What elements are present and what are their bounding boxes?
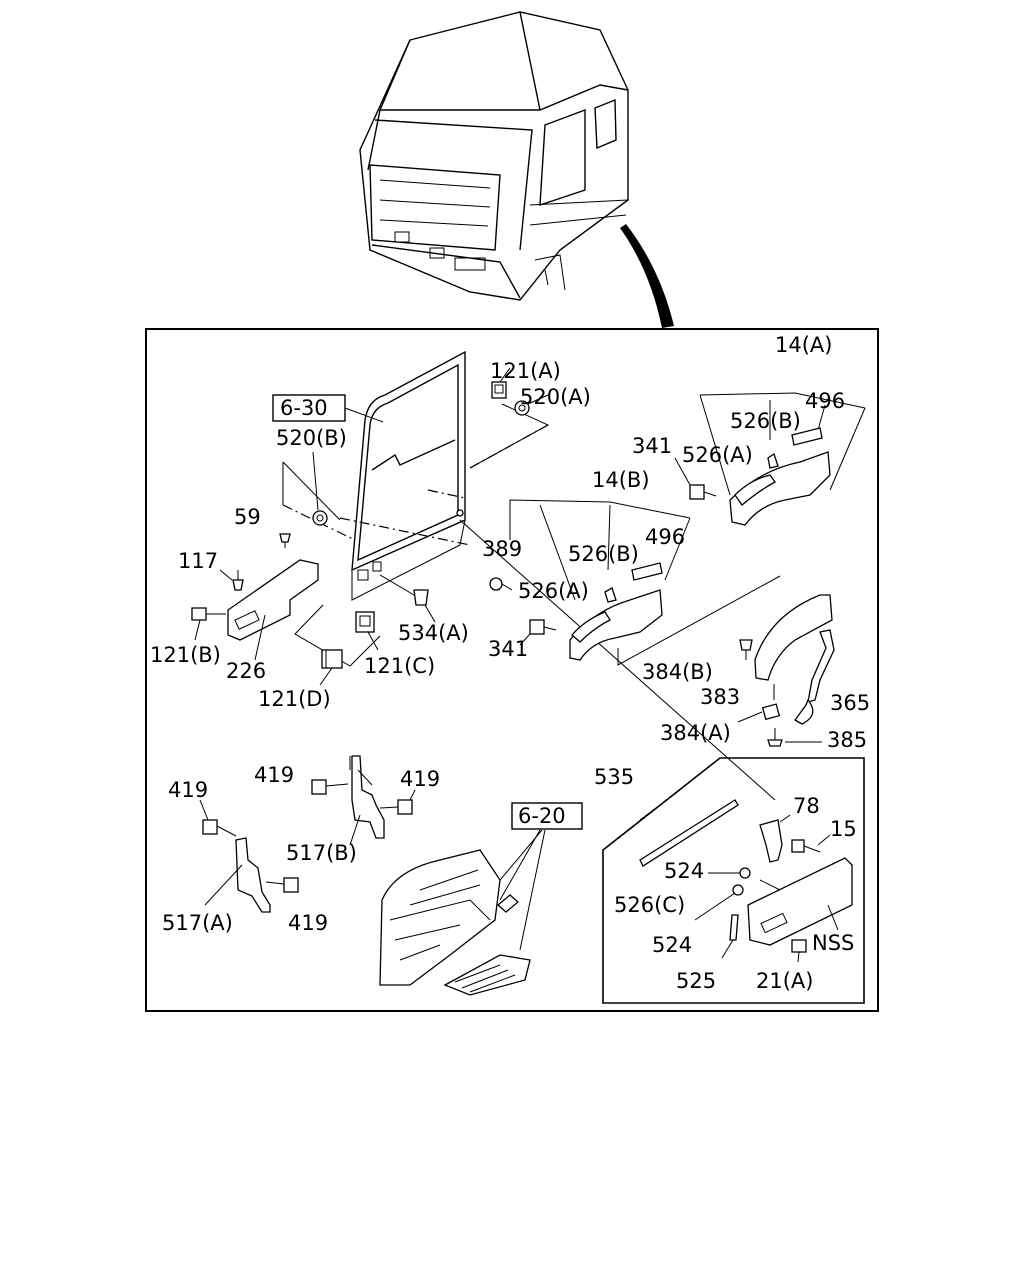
side-panel-nss[interactable] [747,857,853,946]
clip-525[interactable] [721,914,739,959]
nut-520b[interactable] [312,451,328,526]
step-assembly[interactable] [379,849,531,996]
bolt-419-lower-left[interactable] [199,799,237,837]
label-419-b: 419 [400,767,440,791]
label-526a-a: 526(A) [682,443,753,467]
label-59: 59 [234,505,261,529]
mudguard-assembly-14b[interactable] [489,499,691,661]
molding-535[interactable] [639,789,739,867]
label-419-c: 419 [168,778,208,802]
bracket-226[interactable] [227,559,319,661]
clip-21a[interactable] [791,939,807,963]
bolt-15[interactable] [791,834,831,853]
label-525: 525 [676,969,716,993]
label-389: 389 [482,537,522,561]
label-520b: 520(B) [276,426,347,450]
bolt-419-upper-left[interactable] [311,779,349,795]
label-526c: 526(C) [614,893,685,917]
label-384b: 384(B) [642,660,713,684]
label-419-a: 419 [254,763,294,787]
bolt-384b[interactable] [739,639,753,660]
part-labels: 121(A) 520(A) 14(A) 496 526(B) 341 526(A… [150,333,870,993]
reference-box-6-20[interactable]: 6-20 [449,802,583,951]
bolt-341b[interactable] [519,619,557,646]
label-524-b: 524 [652,933,692,957]
label-526b-b: 526(B) [568,542,639,566]
label-524-a: 524 [664,859,704,883]
label-365: 365 [830,691,870,715]
reference-label: 6-30 [280,396,328,420]
label-526a-b: 526(A) [518,579,589,603]
bolt-385[interactable] [767,728,822,747]
label-121a: 121(A) [490,359,561,383]
label-526b-a: 526(B) [730,409,801,433]
bolt-121b[interactable] [191,607,226,641]
label-341-b: 341 [488,637,528,661]
main-frame [145,328,879,1012]
reference-box-6-30[interactable]: 6-30 [272,394,384,423]
bolt-419-lower-right[interactable] [265,877,299,893]
plug-121d[interactable] [319,649,343,686]
clip-117[interactable] [219,569,244,591]
label-496-a: 496 [805,389,845,413]
label-121d: 121(D) [258,687,331,711]
bracket-78[interactable] [759,814,791,863]
label-nss: NSS [812,931,854,955]
label-384a: 384(A) [660,721,731,745]
label-496-b: 496 [645,525,685,549]
bolt-419-upper-right[interactable] [379,789,416,815]
label-21a: 21(A) [756,969,813,993]
label-419-d: 419 [288,911,328,935]
label-535: 535 [594,765,634,789]
label-385: 385 [827,728,867,752]
mudguard-assembly-14a[interactable] [674,392,866,526]
door-assembly [351,350,466,601]
label-226: 226 [226,659,266,683]
nut-384a[interactable] [737,703,781,723]
label-517a: 517(A) [162,911,233,935]
truck-cab-illustration [359,11,674,328]
label-520a: 520(A) [520,385,591,409]
clip-59[interactable] [279,533,291,548]
label-534a: 534(A) [398,621,469,645]
label-383: 383 [700,685,740,709]
clip-121a[interactable] [491,367,511,399]
label-15: 15 [830,817,857,841]
label-14a: 14(A) [775,333,832,357]
inset-detail [602,757,865,1004]
grommet-534a[interactable] [379,574,436,623]
reference-label: 6-20 [518,804,566,828]
bracket-517b[interactable] [311,755,416,846]
bracket-517a[interactable] [199,799,299,913]
label-341-a: 341 [632,434,672,458]
plug-121c[interactable] [355,611,379,651]
label-517b: 517(B) [286,841,357,865]
clip-389[interactable] [489,577,513,591]
label-78: 78 [793,794,820,818]
bolt-341a[interactable] [674,457,717,500]
stay-assembly[interactable] [737,594,835,747]
nut-520a[interactable] [514,394,549,416]
clip-524-lower[interactable] [694,884,744,921]
label-14b: 14(B) [592,468,650,492]
clip-524-upper[interactable] [708,867,751,879]
label-121b: 121(B) [150,643,221,667]
label-117: 117 [178,549,218,573]
label-121c: 121(C) [364,654,435,678]
